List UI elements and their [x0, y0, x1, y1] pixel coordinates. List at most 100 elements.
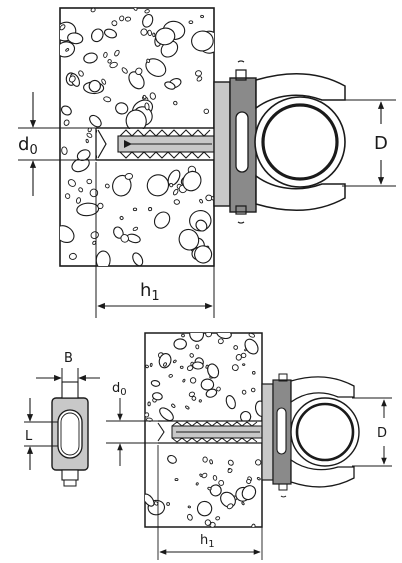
aggregate-stone — [144, 9, 150, 14]
aggregate-stone — [149, 92, 156, 100]
aggregate-stone — [132, 252, 144, 266]
aggregate-stone — [119, 215, 124, 221]
aggregate-stone — [60, 24, 66, 31]
aggregate-stone — [111, 20, 118, 27]
aggregate-stone — [155, 27, 176, 46]
aggregate-stone — [121, 67, 128, 74]
aggregate-stone — [195, 344, 200, 350]
aggregate-stone — [109, 61, 118, 69]
aggregate-stone — [146, 58, 151, 63]
aggregate-stone — [146, 174, 170, 197]
aggregate-stone — [216, 386, 221, 392]
aggregate-stone — [101, 78, 107, 85]
aggregate-stone — [83, 52, 98, 64]
aggregate-stone — [103, 28, 118, 39]
aggregate-stone — [194, 245, 213, 264]
pipe-top — [261, 103, 339, 181]
label-h1-bottom: h1 — [200, 533, 215, 550]
pipe-bottom — [295, 402, 355, 462]
aggregate-stone — [145, 364, 149, 369]
aggregate-stone — [133, 8, 138, 11]
aggregate-stone — [61, 146, 68, 155]
aggregate-stone — [252, 370, 256, 375]
aggregate-stone — [179, 365, 184, 369]
aggregate-stone — [158, 353, 172, 369]
aggregate-stone — [192, 361, 204, 370]
dim-d0-top: d0 — [18, 92, 96, 196]
aggregate-stone — [216, 333, 232, 340]
aggregate-stone — [112, 174, 132, 197]
aggregate-stone — [167, 454, 177, 464]
dim-D-top: D — [342, 99, 396, 187]
aggregate-stone — [166, 502, 170, 506]
aggregate-stone — [76, 149, 91, 161]
aggregate-stone — [227, 468, 233, 474]
aggregate-stone — [173, 199, 180, 205]
aggregate-stone — [201, 472, 208, 479]
aggregate-stone — [67, 179, 76, 187]
aggregate-stone — [63, 119, 70, 126]
aggregate-stone — [235, 353, 242, 361]
aggregate-stone — [119, 15, 125, 22]
aggregate-stone — [78, 187, 84, 193]
aggregate-stone — [107, 59, 112, 64]
aggregate-stone — [256, 477, 261, 481]
aggregate-stone — [231, 364, 239, 372]
aggregate-stone — [169, 182, 174, 188]
aggregate-stone — [218, 479, 225, 486]
aggregate-stone — [68, 75, 76, 83]
label-B: B — [64, 351, 73, 366]
aggregate-stone — [248, 333, 256, 338]
aggregate-stone — [189, 377, 197, 384]
aggregate-stone — [114, 49, 120, 57]
aggregate-stone — [246, 478, 252, 484]
aggregate-stone — [103, 96, 112, 103]
aggregate-stone — [196, 500, 213, 517]
slot-hole — [57, 409, 83, 459]
aggregate-stone — [60, 105, 72, 116]
aggregate-stone — [172, 359, 177, 364]
aggregate-stone — [60, 41, 76, 58]
aggregate-stone — [103, 51, 108, 58]
aggregate-stone — [71, 157, 90, 173]
aggregate-stone — [152, 32, 156, 38]
aggregate-stone — [200, 14, 205, 19]
aggregate-stone — [188, 20, 194, 25]
aggregate-stone — [254, 400, 262, 418]
aggregate-stone — [150, 379, 161, 387]
label-h1-top: h1 — [140, 280, 160, 304]
aggregate-stone — [233, 345, 239, 350]
aggregate-stone — [244, 338, 259, 355]
aggregate-stone — [145, 412, 150, 418]
label-L: L — [25, 429, 33, 444]
aggregate-stone — [90, 28, 104, 43]
aggregate-stone — [195, 219, 208, 232]
aggregate-stone — [209, 459, 213, 465]
aggregate-stone — [173, 100, 178, 106]
aggregate-stone — [159, 407, 174, 422]
aggregate-stone — [115, 102, 129, 115]
aggregate-stone — [92, 240, 97, 246]
aggregate-stone — [241, 485, 257, 501]
aggregate-stone — [86, 178, 93, 185]
aggregate-stone — [226, 503, 234, 510]
aggregate-stone — [135, 67, 143, 75]
aggregate-stone — [242, 363, 246, 366]
aggregate-stone — [65, 48, 70, 52]
aggregate-stone — [85, 138, 89, 144]
dim-h1-top: h1 — [95, 162, 215, 318]
aggregate-stone — [178, 228, 200, 251]
aggregate-stone — [149, 362, 153, 367]
aggregate-stone — [86, 132, 93, 138]
aggregate-stone — [171, 403, 176, 408]
aggregate-stone — [212, 475, 218, 481]
aggregate-stone — [182, 378, 186, 383]
aggregate-stone — [205, 333, 212, 338]
concrete-aggregate-bottom — [145, 333, 262, 527]
aggregate-stone — [251, 523, 256, 527]
aggregate-stone — [147, 401, 151, 407]
aggregate-stone — [140, 28, 148, 36]
aggregate-stone — [250, 387, 256, 393]
aggregate-stone — [195, 70, 202, 77]
dim-D-bottom: D — [352, 397, 392, 467]
